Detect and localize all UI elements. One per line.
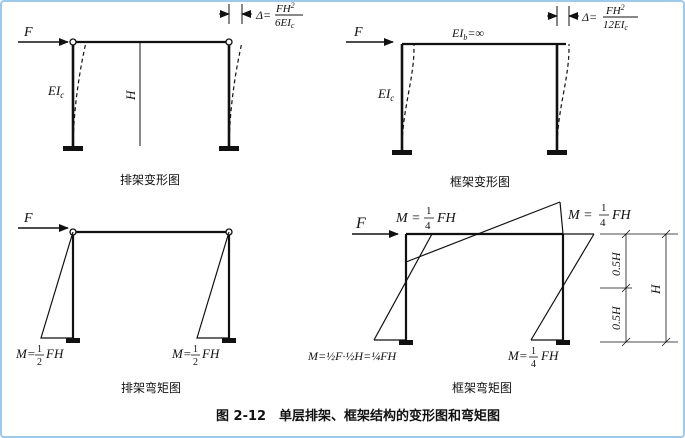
left-deflected-shape (72, 41, 87, 147)
dim-tick (661, 229, 671, 239)
right-hinge (225, 38, 233, 46)
dim-tick (621, 229, 631, 239)
frame-moment-panel: F M = 1 4 FH M = 1 4 FH M=½F·½H=¼FH M= 1… (307, 201, 678, 395)
bent-deformation-panel: F H EIc Δ= FH2 6EIc 排架变形图 (18, 1, 303, 187)
delta-numerator: FH2 (605, 3, 625, 17)
delta-numerator: FH2 (275, 1, 295, 15)
left-moment-den: 2 (37, 357, 42, 368)
left-support (63, 146, 83, 151)
dim-tick (621, 283, 631, 293)
right-support (219, 146, 239, 151)
right-moment-den: 2 (193, 357, 198, 368)
left-moment-num: 1 (37, 344, 42, 355)
right-corner-moment-line (559, 201, 564, 235)
height-label: H (123, 90, 138, 101)
beam-stiffness-label: EIb=∞ (451, 26, 484, 42)
panel-caption: 框架弯矩图 (452, 380, 512, 395)
top-left-moment-den: 4 (425, 220, 431, 232)
delta-prefix: Δ= (581, 10, 597, 24)
bottom-right-moment-prefix: M= (507, 348, 528, 363)
right-deflected-shape (228, 41, 243, 147)
bent-moment-panel: F M= 1 2 FH M= 1 2 FH 排架弯矩图 (15, 211, 236, 395)
delta-denominator: 12EIc (603, 19, 628, 32)
right-deflected-shape (556, 44, 570, 151)
panel-caption: 排架变形图 (120, 172, 180, 187)
left-support (66, 338, 80, 343)
delta-prefix: Δ= (255, 8, 271, 22)
left-support (392, 150, 412, 155)
top-right-moment-suffix: FH (611, 208, 632, 223)
dim-tick (661, 337, 671, 347)
right-moment-num: 1 (193, 344, 198, 355)
load-label: F (23, 211, 33, 226)
right-moment-suffix: FH (201, 346, 220, 361)
right-moment-diagram (196, 231, 230, 339)
left-hinge (69, 38, 77, 46)
delta-denominator: 6EIc (275, 17, 295, 30)
column-stiffness-label: EIc (377, 86, 394, 103)
frame-deformation-panel: F EIb=∞ EIc Δ= FH2 12EIc 框架变形图 (346, 3, 638, 189)
right-column-moment-line (530, 233, 595, 341)
right-support (222, 338, 236, 343)
right-moment-prefix: M= (171, 346, 192, 361)
top-left-moment-num: 1 (426, 205, 432, 217)
column-stiffness-label: EIc (47, 83, 64, 100)
dim-tick (621, 337, 631, 347)
top-left-moment-prefix: M = (395, 211, 421, 226)
bottom-right-moment-den: 4 (531, 359, 536, 370)
load-label: F (353, 25, 363, 40)
bottom-right-moment-num: 1 (531, 346, 536, 357)
dim-upper-label: 0.5H (609, 251, 623, 276)
top-right-moment-num: 1 (601, 202, 607, 214)
left-moment-suffix: FH (45, 346, 64, 361)
top-right-moment-den: 4 (600, 217, 606, 229)
top-left-moment-suffix: FH (436, 211, 457, 226)
beam-moment-line-upper (405, 201, 561, 263)
right-support (547, 150, 567, 155)
top-right-moment-prefix: M = (567, 208, 593, 223)
panel-caption: 排架弯矩图 (121, 380, 181, 395)
bottom-left-moment-label: M=½F·½H=¼FH (307, 349, 398, 363)
bottom-right-moment-suffix: FH (540, 348, 559, 363)
load-label: F (23, 25, 33, 40)
dim-lower-label: 0.5H (609, 305, 623, 330)
left-deflected-shape (401, 44, 415, 151)
left-moment-diagram (40, 231, 74, 339)
left-moment-prefix: M= (15, 346, 36, 361)
dim-total-label: H (648, 284, 663, 295)
left-support (399, 340, 413, 345)
left-column-moment-line (373, 233, 433, 341)
figure-caption: 图 2-12 单层排架、框架结构的变形图和弯矩图 (216, 408, 500, 424)
panel-caption: 框架变形图 (450, 174, 510, 189)
right-support (556, 340, 570, 345)
load-label: F (355, 215, 366, 232)
